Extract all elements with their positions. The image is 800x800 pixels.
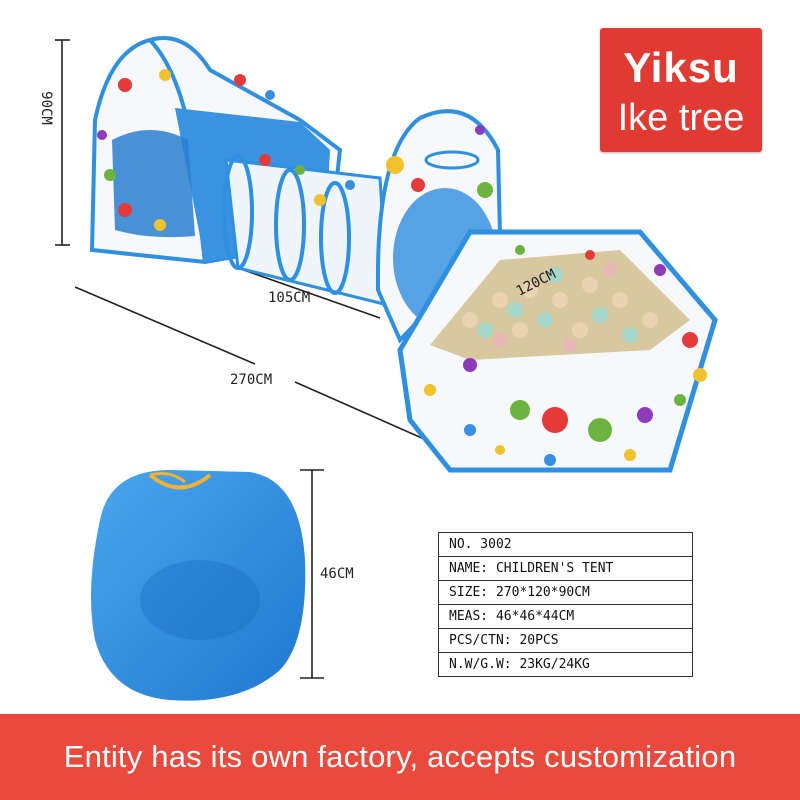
spec-row: PCS/CTN: 20PCS	[438, 628, 693, 653]
spec-row: N.W/G.W: 23KG/24KG	[438, 652, 693, 677]
promo-text: Entity has its own factory, accepts cust…	[63, 739, 737, 774]
height-label: 90CM	[37, 91, 54, 125]
spec-model: NO. 3002	[438, 532, 693, 557]
spec-meas: MEAS: 46*46*44CM	[438, 604, 693, 629]
spec-row: SIZE: 270*120*90CM	[438, 580, 693, 605]
spec-row: MEAS: 46*46*44CM	[438, 604, 693, 629]
bag-size-label: 46CM	[320, 566, 354, 582]
spec-pcs: PCS/CTN: 20PCS	[438, 628, 693, 653]
spec-row: NAME: CHILDREN'S TENT	[438, 556, 693, 581]
brand-name: Yiksu	[623, 44, 739, 91]
spec-name: NAME: CHILDREN'S TENT	[438, 556, 693, 581]
spec-size: SIZE: 270*120*90CM	[438, 580, 693, 605]
brand-badge: Yiksu Ike tree	[600, 28, 762, 152]
tunnel-length-label: 105CM	[268, 290, 311, 306]
spec-row: NO. 3002	[438, 532, 693, 557]
tent-image	[89, 36, 718, 473]
spec-weight: N.W/G.W: 23KG/24KG	[438, 652, 693, 677]
brand-tagline: Ike tree	[617, 97, 745, 139]
spec-table: NO. 3002 NAME: CHILDREN'S TENT SIZE: 270…	[438, 532, 693, 677]
bag-image	[91, 470, 306, 701]
promo-banner: Entity has its own factory, accepts cust…	[0, 714, 800, 800]
total-length-label: 270CM	[230, 372, 273, 388]
